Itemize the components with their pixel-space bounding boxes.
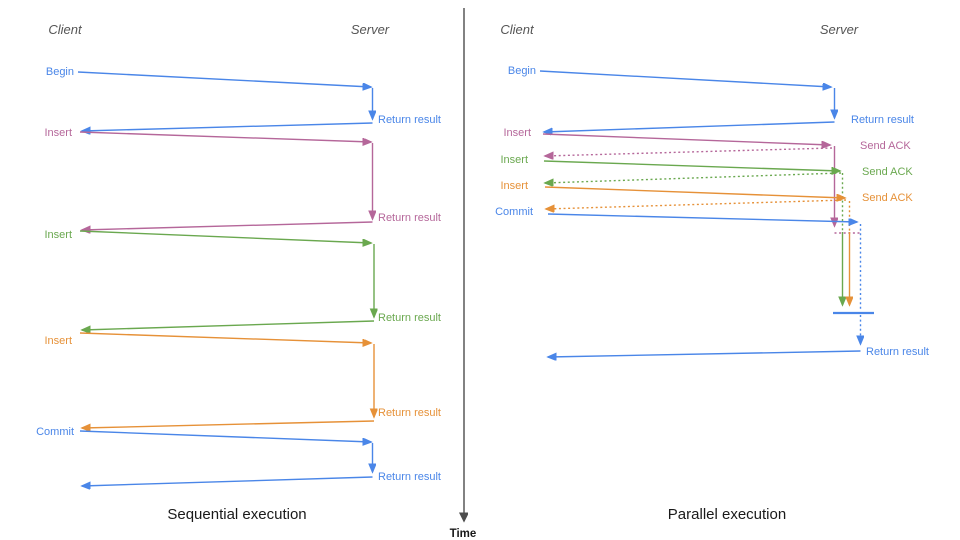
sequential-caption: Sequential execution — [167, 506, 306, 523]
parallel-caption: Parallel execution — [668, 506, 786, 523]
insert-ack-line — [546, 199, 847, 209]
begin-return-line — [82, 122, 373, 131]
insert-return-line — [82, 420, 375, 428]
insert-return-line — [82, 320, 375, 330]
commit-return-line — [548, 350, 861, 357]
client-header: Client — [500, 22, 535, 37]
server-header: Server — [351, 22, 390, 37]
sequential-panel: Client Server Begin Return result Insert… — [36, 22, 441, 523]
insert-label: Insert — [44, 229, 72, 241]
client-header: Client — [48, 22, 83, 37]
return-result-label: Return result — [378, 471, 441, 483]
begin-label: Begin — [508, 65, 536, 77]
time-axis-label: Time — [450, 528, 477, 540]
return-result-label: Return result — [378, 312, 441, 324]
commit-request-line — [547, 213, 857, 222]
insert-ack-line — [545, 172, 842, 183]
send-ack-label: Send ACK — [862, 166, 913, 178]
send-ack-label: Send ACK — [860, 140, 911, 152]
insert-request-line — [79, 230, 371, 243]
insert-request-line — [544, 186, 845, 198]
insert-request-line — [542, 133, 830, 145]
insert-label: Insert — [500, 154, 528, 166]
return-result-label: Return result — [851, 114, 914, 126]
send-ack-label: Send ACK — [862, 192, 913, 204]
commit-return-line — [82, 476, 373, 486]
insert-request-line — [79, 332, 371, 343]
insert-label: Insert — [44, 335, 72, 347]
server-header: Server — [820, 22, 859, 37]
return-result-label: Return result — [866, 346, 929, 358]
insert-request-line — [79, 131, 371, 142]
begin-request-line — [539, 70, 831, 87]
return-result-label: Return result — [378, 114, 441, 126]
return-result-label: Return result — [378, 407, 441, 419]
insert-request-line — [543, 160, 840, 171]
insert-ack-line — [545, 147, 833, 156]
begin-request-line — [77, 71, 371, 87]
return-result-label: Return result — [378, 212, 441, 224]
insert-return-line — [82, 221, 373, 230]
parallel-panel: Client Server Begin Return result Insert… — [495, 22, 929, 523]
commit-request-line — [79, 430, 371, 442]
time-axis: Time — [450, 8, 477, 540]
insert-label: Insert — [44, 127, 72, 139]
insert-label: Insert — [500, 180, 528, 192]
begin-return-line — [544, 121, 835, 132]
commit-label: Commit — [36, 426, 74, 438]
commit-label: Commit — [495, 206, 533, 218]
insert-label: Insert — [503, 127, 531, 139]
begin-label: Begin — [46, 66, 74, 78]
